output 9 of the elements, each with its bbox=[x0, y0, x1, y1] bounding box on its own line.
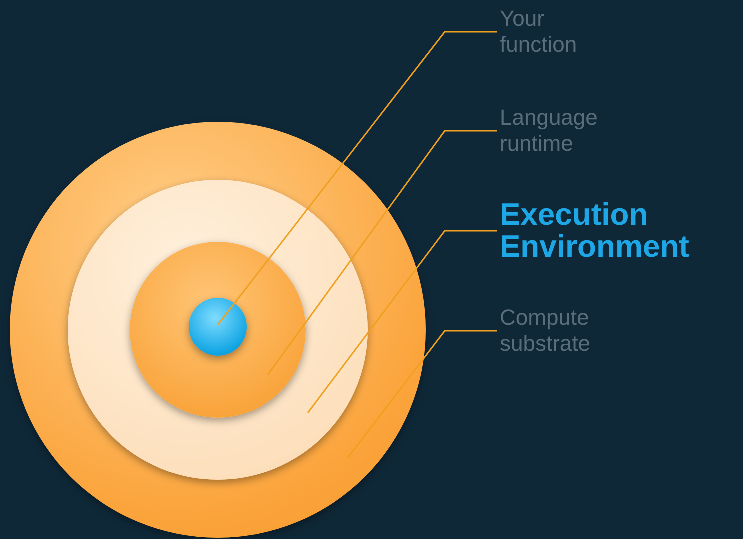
layer-label: Language runtime bbox=[500, 105, 620, 157]
layer-label: Your function bbox=[500, 6, 620, 58]
layer-label: Compute substrate bbox=[500, 305, 620, 357]
highlighted-layer-label: Execution Environment bbox=[500, 199, 740, 263]
center-dot bbox=[189, 298, 247, 356]
leader-line bbox=[307, 230, 497, 414]
leader-line bbox=[347, 330, 497, 458]
leader-line bbox=[217, 31, 497, 326]
leader-line bbox=[267, 130, 497, 376]
